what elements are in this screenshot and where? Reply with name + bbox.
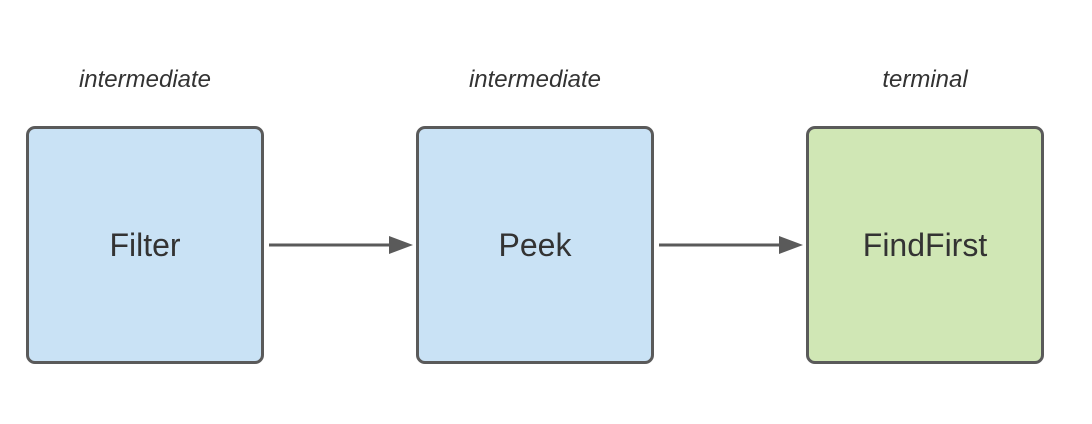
stage-box-peek: Peek (416, 126, 654, 364)
stage-type-label-peek: intermediate (468, 66, 602, 93)
stage-type-label-findfirst: terminal (882, 66, 968, 93)
stage-name-peek: Peek (498, 226, 572, 263)
stage-name-filter: Filter (109, 226, 181, 263)
stage-type-label-filter: intermediate (78, 66, 212, 93)
stage-name-findfirst: FindFirst (862, 226, 988, 263)
stage-box-findfirst: FindFirst (806, 126, 1044, 364)
arrow-right-icon (269, 236, 413, 254)
arrow-right-icon (659, 236, 803, 254)
stage-box-filter: Filter (26, 126, 264, 364)
